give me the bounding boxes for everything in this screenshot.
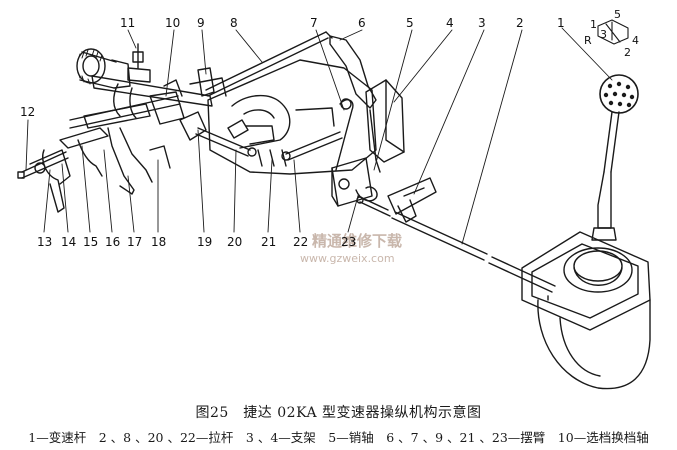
callout-23: 23 <box>341 235 356 249</box>
valve-stem <box>127 43 151 83</box>
callout-10: 10 <box>165 16 180 30</box>
gate-label-5: 5 <box>614 8 621 21</box>
knurled-cap <box>76 48 131 89</box>
gate-label-4: 4 <box>632 34 639 47</box>
callout-18: 18 <box>151 235 166 249</box>
shift-housing <box>521 231 651 390</box>
knob-dimples <box>603 81 635 108</box>
pivot-block <box>331 157 391 217</box>
gate-pattern <box>597 19 629 45</box>
callout-2: 2 <box>516 16 524 30</box>
callout-9: 9 <box>197 16 205 30</box>
pin-12 <box>17 151 69 179</box>
callout-1: 1 <box>557 16 565 30</box>
callout-16: 16 <box>105 235 120 249</box>
callout-3: 3 <box>478 16 486 30</box>
figure-caption-legend: 1—变速杆 2 、8 、20 、22—拉杆 3 、4—支架 5—销轴 6 、7 … <box>28 430 649 445</box>
callout-17: 17 <box>127 235 142 249</box>
upper-rod <box>205 31 333 97</box>
gate-label-r: R <box>584 34 592 47</box>
gearbox-body <box>207 59 377 175</box>
gear-lever <box>591 111 620 241</box>
bracket-3 <box>387 177 437 223</box>
gate-label-1: 1 <box>590 18 597 31</box>
callout-19: 19 <box>197 235 212 249</box>
lever-knob <box>599 74 639 114</box>
callout-7: 7 <box>310 16 318 30</box>
callout-8: 8 <box>230 16 238 30</box>
swing-arm-7 <box>335 99 354 171</box>
callout-5: 5 <box>406 16 414 30</box>
callout-12: 12 <box>20 105 35 119</box>
mechanism-diagram: 精通维修下载 www.gzweix.com 5 1 3 4 2 R 1 2 3 … <box>17 8 651 390</box>
selector-shaft <box>69 67 227 129</box>
callout-14: 14 <box>61 235 76 249</box>
long-rod <box>391 211 556 293</box>
gate-label-2: 2 <box>624 46 631 59</box>
knurl-marks <box>77 49 103 85</box>
callout-11: 11 <box>120 16 135 30</box>
figure-caption-title: 图25 捷达 02KA 型变速器操纵机构示意图 <box>195 405 482 421</box>
swing-arm-6 <box>329 35 377 109</box>
leader-lines <box>25 27 613 245</box>
watermark-url: www.gzweix.com <box>300 252 395 265</box>
bracket-4 <box>365 79 405 173</box>
shift-forks <box>29 103 171 213</box>
callout-22: 22 <box>293 235 308 249</box>
gate-label-3: 3 <box>600 28 607 41</box>
watermark-cn: 精通维修下载 <box>312 232 402 250</box>
lower-linkage <box>179 111 343 161</box>
callout-20: 20 <box>227 235 242 249</box>
callout-15: 15 <box>83 235 98 249</box>
callout-21: 21 <box>261 235 276 249</box>
callout-4: 4 <box>446 16 454 30</box>
callout-6: 6 <box>358 16 366 30</box>
callout-13: 13 <box>37 235 52 249</box>
